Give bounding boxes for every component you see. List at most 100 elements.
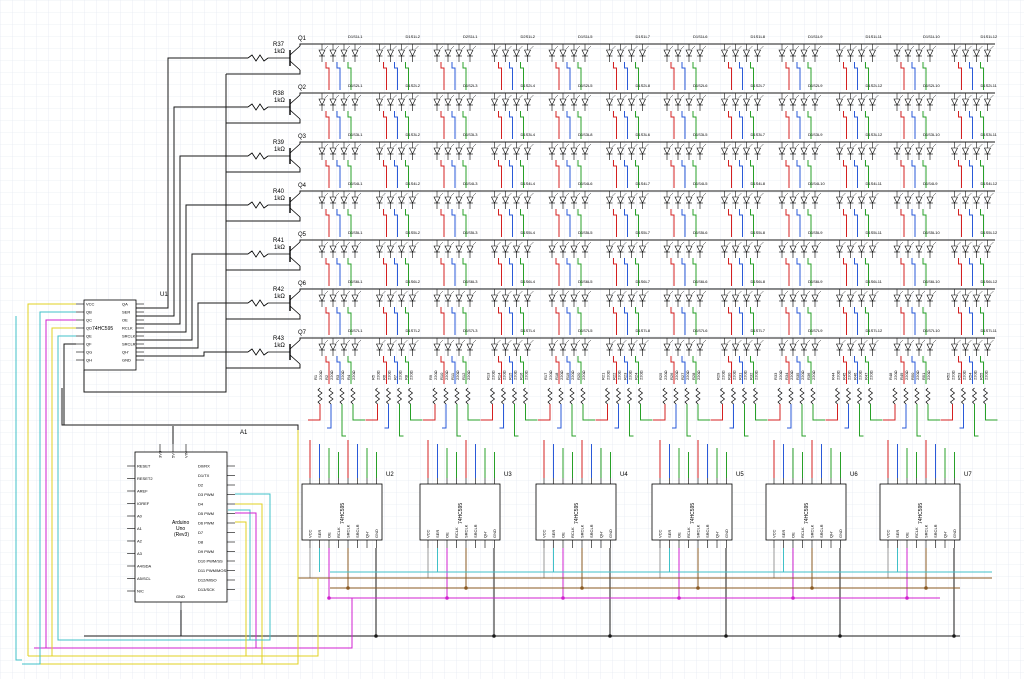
- rgb-led-group[interactable]: D1S2L4: [491, 83, 536, 111]
- rgb-led-group[interactable]: D1S2L8: [606, 83, 651, 111]
- rgb-led-group[interactable]: D1S6L12: [951, 279, 998, 307]
- rgb-led-group[interactable]: D1S1L8: [721, 34, 766, 62]
- rgb-led-group[interactable]: D1S4L12: [951, 181, 998, 209]
- rgb-led-group[interactable]: D1S7L5: [548, 328, 593, 356]
- rgb-led-group[interactable]: D1S6L2: [376, 279, 421, 307]
- rgb-led-group[interactable]: D1S1L9: [778, 34, 823, 62]
- rgb-led-group[interactable]: D1S5L11: [836, 230, 883, 258]
- rgb-led-group[interactable]: D1S4L7: [606, 181, 651, 209]
- rgb-led-group[interactable]: D1S2L2: [376, 83, 421, 111]
- rgb-led-group[interactable]: D1S2L1: [318, 83, 363, 111]
- rgb-led-group[interactable]: D1S3L12: [836, 132, 883, 160]
- rgb-led-group[interactable]: D1S6L1: [318, 279, 363, 307]
- rgb-led-group[interactable]: D1S5L3: [433, 230, 478, 258]
- rgb-led-group[interactable]: D1S2L5: [548, 83, 593, 111]
- rgb-led-group[interactable]: D1S5L2: [376, 230, 421, 258]
- rgb-led-group[interactable]: D1S3L4: [491, 132, 536, 160]
- rgb-led-group[interactable]: D1S3L5: [663, 132, 708, 160]
- rgb-led-group[interactable]: D1S7L6: [663, 328, 708, 356]
- rgb-led-group[interactable]: D1S6L4: [491, 279, 536, 307]
- rgb-led-group[interactable]: D1S6L6: [663, 279, 708, 307]
- rgb-led-group[interactable]: D1S7L8: [606, 328, 651, 356]
- rgb-led-group[interactable]: D1S7L10: [893, 328, 940, 356]
- rgb-led-group[interactable]: D1S4L3: [433, 181, 478, 209]
- rgb-led-group[interactable]: D1S4L4: [491, 181, 536, 209]
- rgb-led-group[interactable]: D1S4L8: [721, 181, 766, 209]
- rgb-led-group[interactable]: D1S3L8: [548, 132, 593, 160]
- rgb-led-group[interactable]: D1S4L11: [836, 181, 883, 209]
- rgb-led-group[interactable]: D1S2L6: [663, 83, 708, 111]
- rgb-led-group[interactable]: D1S3L10: [893, 132, 940, 160]
- rgb-led-group[interactable]: D1S5L12: [951, 230, 998, 258]
- rgb-led-group[interactable]: D1S5L4: [491, 230, 536, 258]
- rgb-led-group[interactable]: D1S6L10: [893, 279, 940, 307]
- rgb-led-group[interactable]: D1S7L4: [491, 328, 536, 356]
- rgb-led-group[interactable]: D1S7L11: [951, 328, 998, 356]
- rgb-led-group[interactable]: D1S1L5: [548, 34, 593, 62]
- rgb-led-group[interactable]: D1S6L7: [606, 279, 651, 307]
- rgb-led-group[interactable]: D1S1L1: [318, 34, 363, 62]
- rgb-led-group[interactable]: D1S3L2: [376, 132, 421, 160]
- rgb-led-group[interactable]: D1S2L11: [951, 83, 998, 111]
- rgb-led-group[interactable]: D1S1L10: [893, 34, 940, 62]
- rgb-led-group[interactable]: D1S7L9: [778, 328, 823, 356]
- rgb-led-group[interactable]: D1S6L9: [778, 279, 823, 307]
- rgb-led-group[interactable]: D1S3L11: [951, 132, 998, 160]
- rgb-led-group[interactable]: D1S4L10: [778, 181, 825, 209]
- rgb-led-group[interactable]: D1S1L2: [376, 34, 421, 62]
- rgb-led-group[interactable]: D1S1L12: [951, 34, 998, 62]
- rgb-led-group[interactable]: D1S2L3: [433, 83, 478, 111]
- rgb-led-group[interactable]: D1S2L9: [778, 83, 823, 111]
- rgb-led-group[interactable]: D1S6L5: [548, 279, 593, 307]
- rgb-led-group[interactable]: D1S6L3: [433, 279, 478, 307]
- rgb-led-group[interactable]: D1S5L7: [606, 230, 651, 258]
- rgb-led-group[interactable]: D1S5L1: [318, 230, 363, 258]
- rgb-led-group[interactable]: D1S3L9: [778, 132, 823, 160]
- rgb-led-group[interactable]: D1S2L12: [836, 83, 883, 111]
- rgb-led-group[interactable]: D1S7L3: [433, 328, 478, 356]
- rgb-led-group[interactable]: D1S3L6: [606, 132, 651, 160]
- rgb-led-group[interactable]: D1S4L5: [663, 181, 708, 209]
